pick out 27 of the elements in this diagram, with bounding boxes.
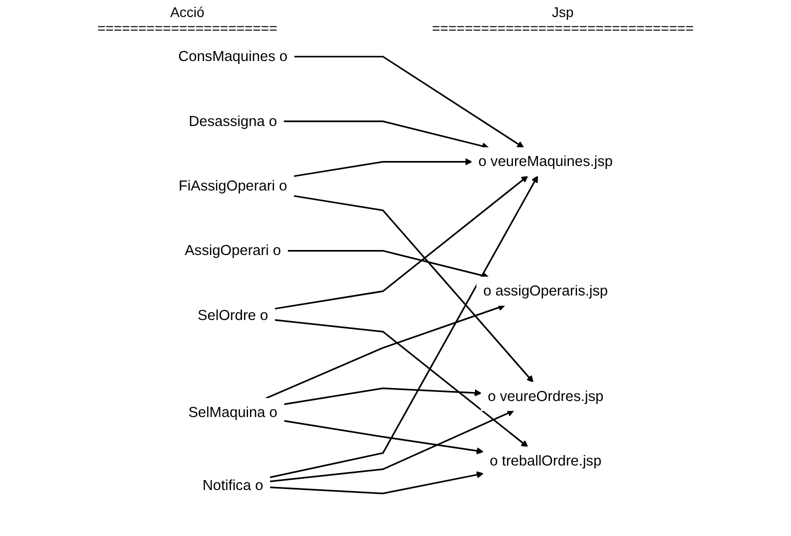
node-text: o veureMaquines.jsp xyxy=(478,153,613,170)
node-text: FiAssigOperari o xyxy=(178,178,288,194)
node-text: Notifica o xyxy=(202,476,264,494)
node-text: SelOrdre o xyxy=(198,307,268,324)
rule-text: ====================== xyxy=(97,20,278,36)
arrow xyxy=(274,176,528,310)
arrow xyxy=(274,319,528,448)
arrow xyxy=(270,410,514,482)
arrow xyxy=(287,250,489,279)
arrow xyxy=(293,158,472,178)
column-heading: Jsp xyxy=(552,4,574,20)
rule-text: ================================ xyxy=(432,20,694,36)
node-text: SelMaquina o xyxy=(188,404,278,420)
node-text: AssigOperari o xyxy=(184,242,282,258)
arrow xyxy=(270,176,538,478)
node-text: o treballOrdre.jsp xyxy=(490,452,602,469)
arrow xyxy=(270,471,484,494)
arrow xyxy=(265,304,506,400)
node-text: ConsMaquines o xyxy=(178,48,288,64)
node-text: o veureOrdres.jsp xyxy=(488,388,604,404)
column-heading: Acció xyxy=(170,4,204,20)
arrow xyxy=(293,195,534,383)
arrow xyxy=(283,120,489,150)
arrow xyxy=(284,387,482,406)
arrow xyxy=(294,56,524,148)
node-text: Desassigna o xyxy=(188,112,277,130)
arrow xyxy=(284,420,484,454)
